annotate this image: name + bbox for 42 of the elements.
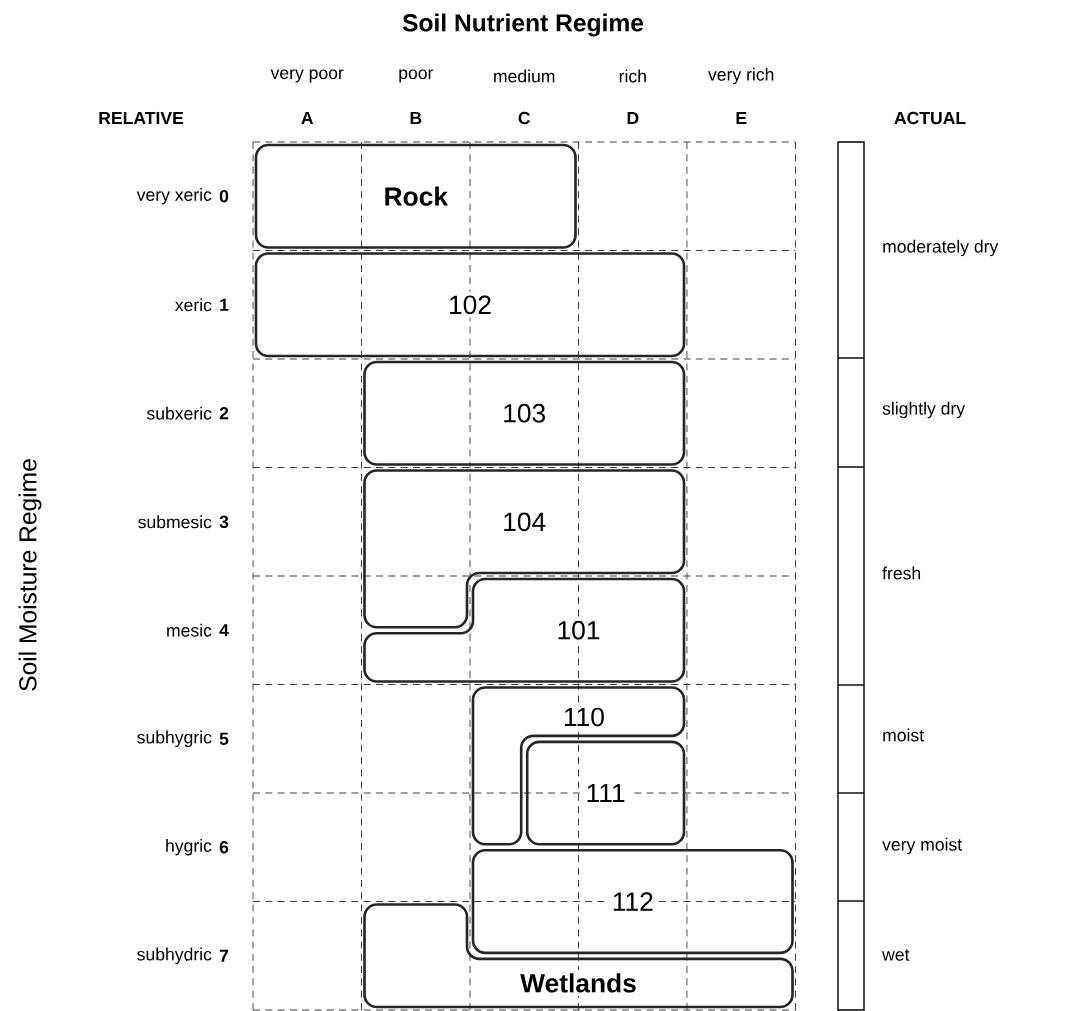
column-letter: C bbox=[518, 111, 531, 125]
zone-box: 103 bbox=[363, 360, 686, 466]
scale-label: slightly dry bbox=[882, 401, 966, 419]
scale-label: wet bbox=[882, 949, 910, 961]
column-header: medium bbox=[494, 69, 555, 83]
column-header: very rich bbox=[708, 67, 774, 85]
zone-box: 111 bbox=[525, 740, 686, 846]
axis-title: Soil Moisture Regime bbox=[18, 459, 42, 691]
row-header: submesic bbox=[138, 515, 212, 529]
column-letter: B bbox=[410, 111, 422, 125]
column-header: rich bbox=[619, 69, 646, 83]
row-header: subhydric bbox=[137, 947, 212, 964]
axis-heading: RELATIVE bbox=[99, 111, 184, 125]
scale-label: fresh bbox=[882, 566, 921, 580]
row-header: xeric bbox=[175, 298, 212, 312]
scale-label: moist bbox=[883, 728, 924, 742]
zone-box: 101 bbox=[363, 577, 686, 683]
row-number: 4 bbox=[219, 624, 229, 637]
column-letter: A bbox=[301, 111, 314, 125]
row-number: 0 bbox=[219, 190, 229, 203]
column-header: very poor bbox=[270, 69, 344, 83]
chart-title: Soil Nutrient Regime bbox=[402, 13, 644, 37]
row-number: 7 bbox=[219, 949, 229, 962]
row-header: subxeric bbox=[146, 406, 212, 420]
axis-heading: ACTUAL bbox=[894, 111, 966, 125]
column-letter: D bbox=[627, 111, 639, 125]
column-letter: E bbox=[736, 111, 747, 125]
zone-box: Rock bbox=[254, 143, 577, 249]
row-header: subhygric bbox=[137, 730, 212, 747]
row-header: very xeric bbox=[136, 188, 212, 205]
row-number: 2 bbox=[219, 407, 229, 420]
row-number: 5 bbox=[219, 732, 229, 745]
scale-label: moderately dry bbox=[883, 239, 999, 257]
row-header: mesic bbox=[167, 623, 212, 637]
row-number: 1 bbox=[220, 298, 229, 311]
column-header: poor bbox=[399, 69, 434, 83]
row-number: 6 bbox=[219, 841, 229, 854]
row-number: 3 bbox=[219, 515, 229, 529]
row-header: hygric bbox=[166, 839, 212, 856]
zone-box: 102 bbox=[254, 252, 686, 358]
zone-box: 112 bbox=[471, 848, 794, 955]
scale-label: very moist bbox=[882, 837, 963, 855]
